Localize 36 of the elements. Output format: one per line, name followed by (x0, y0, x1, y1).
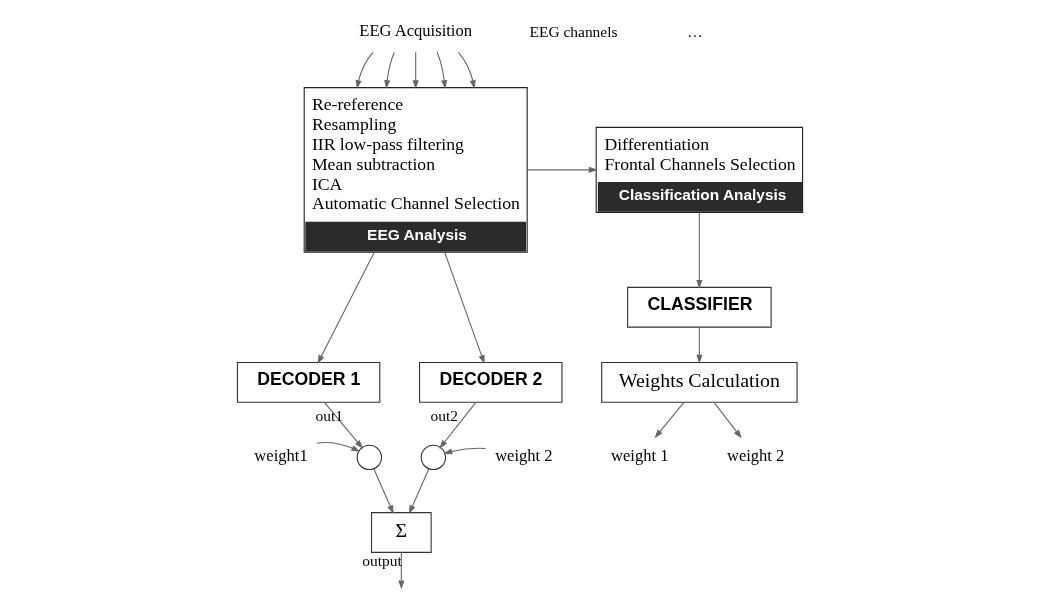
node-box: Σ (370, 512, 432, 553)
arrow (323, 402, 363, 449)
node-box: DECODER 2 (418, 361, 562, 403)
arrow (316, 251, 375, 364)
arrow (397, 551, 404, 590)
arrow (457, 51, 476, 89)
node-text: weight 2 (494, 446, 553, 466)
arrow (443, 251, 485, 364)
label: … (686, 22, 703, 40)
node-text: weight 2 (726, 446, 784, 466)
edge-label: out2 (430, 406, 458, 424)
node-box: DECODER 1 (236, 361, 380, 403)
arrow (526, 166, 598, 173)
edge-label: output (361, 551, 402, 569)
label: EEG channels (529, 22, 617, 40)
node-text: EEG Acquisition (358, 21, 472, 41)
node-circle (420, 444, 446, 471)
node-box: CLASSIFIER (626, 286, 772, 328)
arrow (383, 51, 395, 90)
arrow (438, 402, 476, 449)
arrow (713, 402, 742, 439)
node-text: weight1 (253, 446, 308, 466)
arrow (695, 326, 702, 364)
node-text: weight 1 (610, 446, 668, 466)
arrow (412, 51, 419, 90)
arrow (408, 468, 429, 514)
arrow (442, 447, 486, 455)
edge-label: out1 (315, 406, 343, 424)
arrow (653, 402, 684, 439)
node-circle (356, 444, 382, 471)
arrow (695, 212, 702, 289)
arrow (315, 441, 360, 452)
arrow (436, 51, 447, 90)
arrow (355, 51, 373, 89)
arrow (372, 468, 394, 514)
node-box: Weights Calculation (600, 361, 798, 403)
